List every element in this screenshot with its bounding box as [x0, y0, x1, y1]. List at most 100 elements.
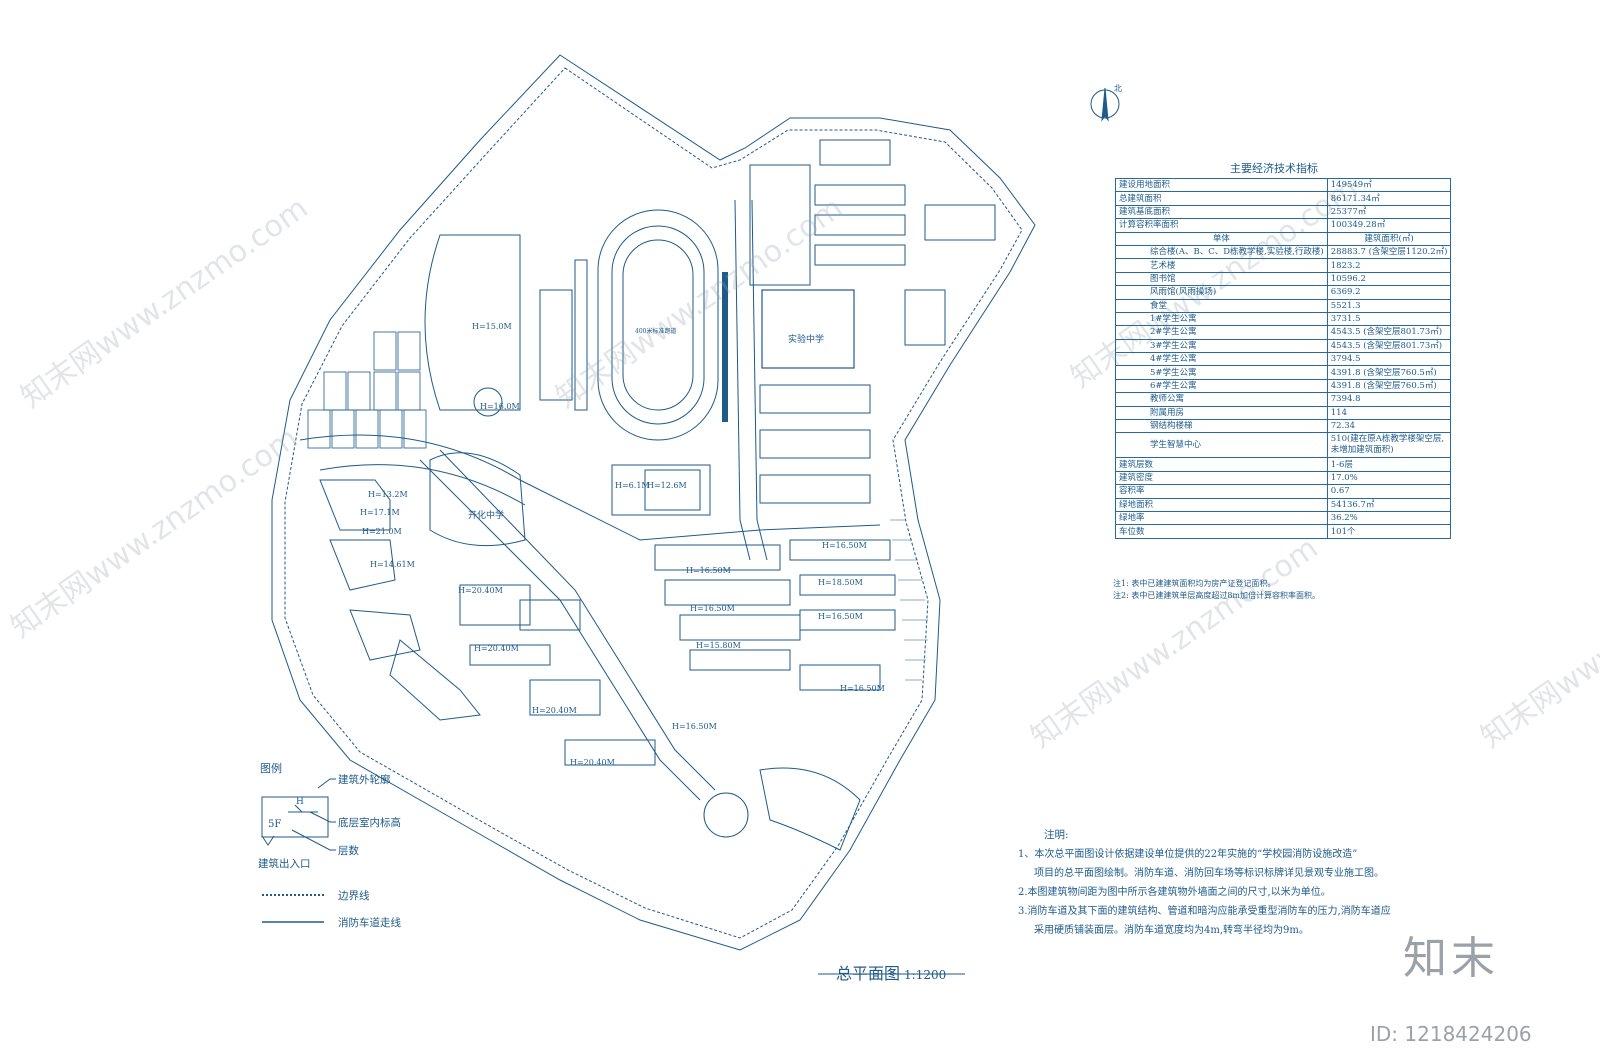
building-height-label: H=20.40M [458, 586, 503, 595]
table-cell-key: 单体 [1115, 231, 1328, 246]
table-cell-key: 1#学生公寓 [1115, 311, 1328, 327]
table-cell-key: 车位数 [1115, 524, 1328, 539]
table-cell-value: 100349.28㎡ [1326, 218, 1452, 233]
table-cell-key: 绿地率 [1115, 510, 1328, 526]
table-cell-value: 101个 [1326, 524, 1452, 539]
table-cell-key: 食堂 [1115, 298, 1328, 313]
note-line: 3.消防车道及其下面的建筑结构、管道和暗沟应能承受重型消防车的压力,消防车道应 [1018, 906, 1391, 917]
table-cell-value: 3731.5 [1326, 311, 1452, 327]
table-cell-key: 建设用地面积 [1115, 177, 1328, 193]
table-cell-value: 0.67 [1326, 484, 1452, 499]
building-height-label: H=17.1M [360, 508, 400, 517]
table-cell-key: 图书馆 [1115, 271, 1328, 287]
table-cell-value: 3794.5 [1326, 352, 1452, 367]
label-kaihua-school: 开化中学 [468, 511, 505, 521]
note-line: 1、本次总平面图设计依据建设单位提供的22年实施的“学校园消防设施改造” [1018, 849, 1358, 860]
table-notes: 注1: 表中已建建筑面积均为房产证登记面积。 注2: 表中已建建筑单层高度超过8… [1113, 578, 1320, 602]
table-cell-key: 2#学生公寓 [1115, 325, 1328, 340]
table-cell-value: 5521.3 [1326, 298, 1452, 313]
building-height-label: H=14.61M [370, 560, 415, 569]
table-cell-value: 17.0% [1326, 470, 1452, 486]
building-height-label: H=20.40M [570, 758, 615, 767]
legend-sample-h: H [296, 797, 304, 807]
building-height-label: H=6.1M [615, 481, 650, 490]
table-cell-value: 72.34 [1326, 419, 1452, 434]
table-cell-value: 4543.5 (含架空层801.73㎡) [1326, 338, 1452, 354]
table-cell-key: 学生智慧中心 [1115, 432, 1328, 459]
table-row: 单体建筑面积(㎡) [1115, 231, 1452, 246]
building-height-label: H=15.0M [472, 322, 512, 331]
table-cell-key: 建筑基底面积 [1115, 204, 1328, 220]
note-line: 采用硬质铺装面层。消防车道宽度均为4m,转弯半径均为9m。 [1034, 925, 1309, 936]
legend-entrance-label: 建筑出入口 [258, 858, 311, 870]
table-cell-key: 计算容积率面积 [1115, 218, 1328, 233]
table-cell-key: 6#学生公寓 [1115, 378, 1328, 394]
building-height-label: H=16.50M [840, 684, 885, 693]
table-cell-value: 149549㎡ [1326, 177, 1452, 193]
table-cell-value: 114 [1326, 405, 1452, 421]
table-cell-value: 36.2% [1326, 510, 1452, 526]
building-height-label: H=12.6M [647, 481, 687, 490]
note-line: 2.本图建筑物间距为图中所示各建筑物外墙面之间的尺寸,以米为单位。 [1018, 887, 1331, 898]
notes-title: 注明: [1044, 829, 1069, 841]
plan-scale: 1:1200 [904, 968, 947, 982]
legend-floors-label: 层数 [338, 845, 359, 857]
plan-title-text: 总平面图 [836, 964, 901, 983]
table-cell-value: 28883.7 (含架空层1120.2㎡) [1326, 244, 1452, 260]
legend-boundary-label: 边界线 [338, 890, 370, 902]
table-cell-value: 1-6层 [1326, 457, 1452, 472]
building-height-label: H=20.40M [532, 706, 577, 715]
building-height-label: H=16.50M [686, 566, 731, 575]
table-cell-value: 1823.2 [1326, 258, 1452, 273]
table-cell-key: 建筑密度 [1115, 470, 1328, 486]
table-cell-value: 7394.8 [1326, 392, 1452, 407]
building-height-label: H=16.0M [480, 402, 520, 411]
site-boundary [271, 54, 1036, 951]
table-note-1: 注1: 表中已建建筑面积均为房产证登记面积。 [1113, 579, 1276, 588]
table-cell-value: 4391.8 (含架空层760.5㎡) [1326, 365, 1452, 380]
note-line: 项目的总平面图绘制。消防车道、消防回车场等标识标牌详见景观专业施工图。 [1034, 868, 1384, 879]
building-height-label: H=16.50M [818, 612, 863, 621]
table-cell-key: 教师公寓 [1115, 392, 1328, 407]
table-row: 风雨馆(风雨操场)6369.2 [1115, 285, 1452, 300]
legend-sample-f: 5F [268, 819, 282, 830]
label-track: 400米标准跑道 [635, 328, 677, 335]
table-cell-value: 54136.7㎡ [1326, 497, 1452, 512]
table-title: 主要经济技术指标 [1230, 162, 1318, 175]
table-cell-value: 510(建在原A栋教学楼架空层,未增加建筑面积) [1326, 432, 1452, 459]
image-id-label: ID: 1218424206 [1370, 1022, 1532, 1046]
table-cell-value: 4543.5 (含架空层801.73㎡) [1326, 325, 1452, 340]
brand-logo-text: 知末 [1403, 933, 1499, 984]
legend-fire-lane-label: 消防车道走线 [338, 917, 401, 929]
building-height-label: H=18.50M [818, 578, 863, 587]
table-cell-key: 5#学生公寓 [1115, 365, 1328, 380]
north-arrow [1090, 87, 1120, 122]
table-cell-key: 绿地面积 [1115, 497, 1328, 512]
legend-title: 图例 [260, 762, 282, 775]
table-cell-key: 建筑层数 [1115, 457, 1328, 472]
legend-building-sample [261, 796, 329, 838]
table-cell-key: 钢结构楼梯 [1115, 419, 1328, 434]
